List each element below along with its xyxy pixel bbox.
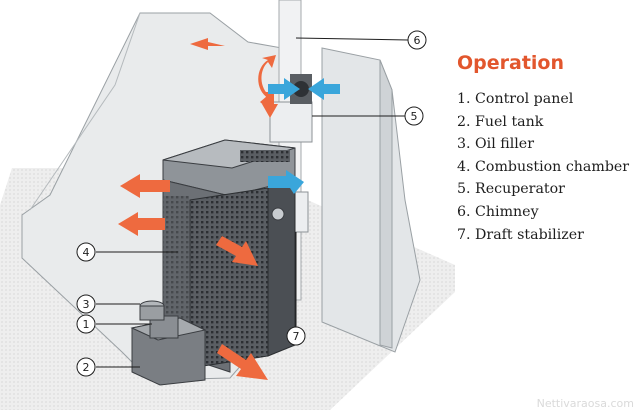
callout-label-5: 5 [411,110,418,123]
warm-arrow-upper-left [120,174,170,198]
cool-air-arrows [268,78,340,194]
flue-outlet-icon [271,207,285,221]
callout-circle-4 [76,242,96,262]
watermark: Nettivaraosa.com [536,397,634,410]
warm-arrow-bottom [217,344,268,380]
legend-list: 1. Control panel 2. Fuel tank 3. Oil fil… [457,88,629,246]
heater-top-lid [162,139,296,169]
top-vent [240,150,290,162]
callout-circle-2 [76,357,96,377]
warm-arrow-recuperator [260,96,270,108]
fan-hub-icon [293,81,309,97]
warm-arrow-up [262,92,278,118]
callout-label-7: 7 [293,330,300,343]
legend-item-fuel-tank: 2. Fuel tank [457,113,544,130]
cool-arrow-stabilizer [268,170,304,194]
callout-circle-3 [76,294,96,314]
callout-label-3: 3 [83,298,90,311]
callout-label-6: 6 [414,34,421,47]
warm-arrow-top-wall [190,38,225,50]
cool-arrow-right-fan [308,78,340,100]
warm-air-arrows [118,38,270,380]
callout-circle-7 [286,326,306,346]
callout-6-leader [295,37,409,41]
callout-circle-1 [76,314,96,334]
oil-filler-body [139,305,165,321]
warm-arrow-grill [216,236,258,266]
callout-circle-5 [404,106,424,126]
recuperator [269,101,313,143]
warm-air-curve [258,55,276,98]
callout-label-4: 4 [83,246,90,259]
callout-label-2: 2 [83,361,90,374]
legend-item-combustion-chamber: 4. Combustion chamber [457,158,630,175]
legend-item-control-panel: 1. Control panel [457,91,574,107]
legend-item-oil-filler: 3. Oil filler [457,136,534,153]
cool-arrow-left-fan [268,78,300,100]
callout-label-1: 1 [83,318,90,331]
callout-circle-6 [407,30,427,50]
legend-item-draft-stabilizer: 7. Draft stabilizer [457,226,584,243]
legend-title: Operation [457,52,565,74]
warm-arrow-lower-left [118,212,165,236]
wall-corner-line [29,12,141,211]
legend-item-chimney: 6. Chimney [457,203,539,220]
legend-item-recuperator: 5. Recuperator [457,181,565,198]
partition-edge [379,59,393,349]
